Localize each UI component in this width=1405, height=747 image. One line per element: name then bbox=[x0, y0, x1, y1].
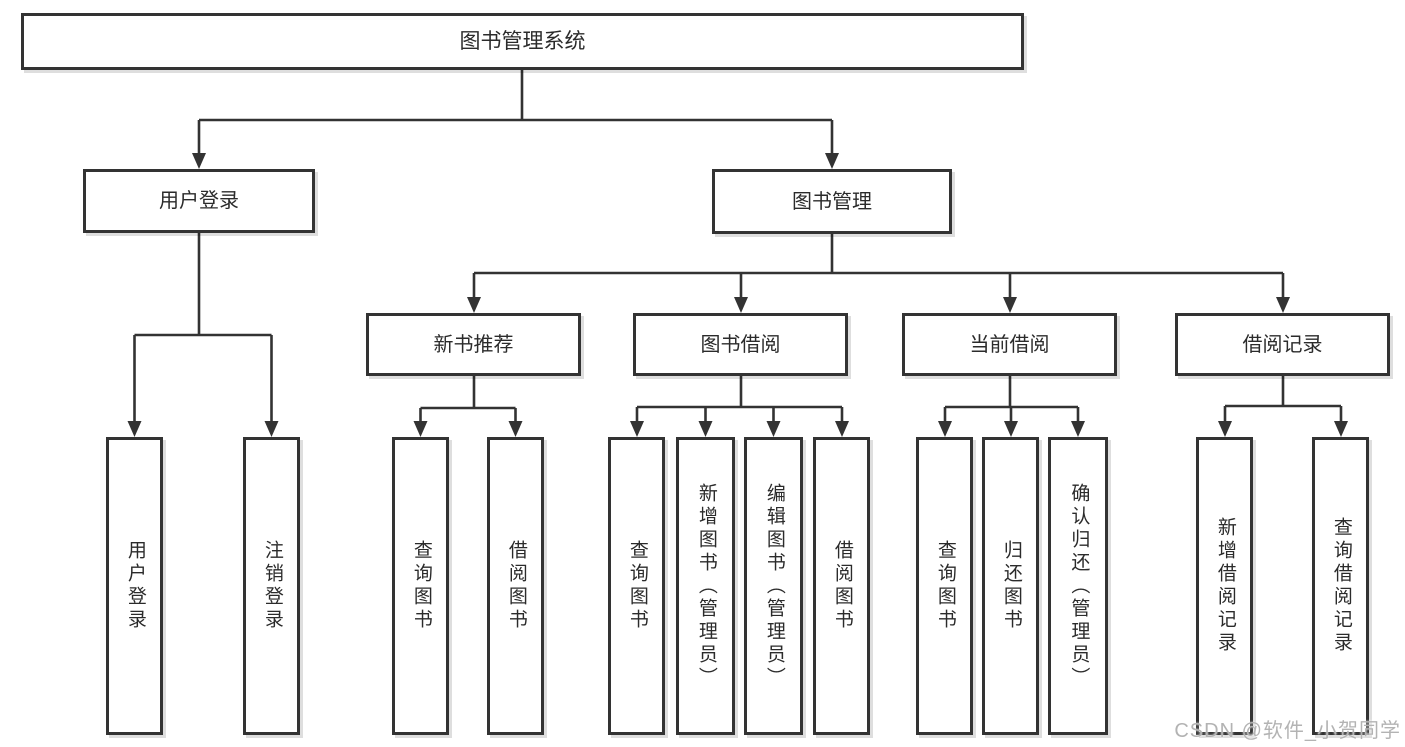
leaf-add-borrow-record: 新增借阅记录 bbox=[1196, 437, 1253, 735]
csdn-watermark: CSDN @软件_小贺同学 bbox=[1174, 720, 1401, 742]
node-current-borrowing: 当前借阅 bbox=[902, 313, 1117, 376]
node-user-login: 用户登录 bbox=[83, 169, 315, 233]
leaf-confirm-return-admin: 确认归还（管理员） bbox=[1048, 437, 1108, 735]
node-book-borrowing: 图书借阅 bbox=[633, 313, 848, 376]
leaf-borrow-books-borrowing: 借阅图书 bbox=[813, 437, 870, 735]
leaf-logout: 注销登录 bbox=[243, 437, 300, 735]
leaf-query-books-current: 查询图书 bbox=[916, 437, 973, 735]
leaf-user-login: 用户登录 bbox=[106, 437, 163, 735]
node-new-book-recommendation: 新书推荐 bbox=[366, 313, 581, 376]
connector-new-book-to-leaves bbox=[419, 376, 517, 425]
leaf-query-books-recommend: 查询图书 bbox=[392, 437, 449, 735]
connector-user-login-to-leaves bbox=[133, 233, 273, 424]
connector-book-borrowing-to-leaves bbox=[635, 376, 844, 425]
leaf-query-borrow-record: 查询借阅记录 bbox=[1312, 437, 1369, 735]
node-borrowing-records: 借阅记录 bbox=[1175, 313, 1390, 376]
node-book-management: 图书管理 bbox=[712, 169, 952, 234]
connector-borrow-records-to-leaves bbox=[1223, 376, 1343, 425]
leaf-return-books: 归还图书 bbox=[982, 437, 1039, 735]
leaf-add-book-admin: 新增图书（管理员） bbox=[676, 437, 735, 735]
leaf-borrow-books-recommend: 借阅图书 bbox=[487, 437, 544, 735]
leaf-edit-book-admin: 编辑图书（管理员） bbox=[744, 437, 803, 735]
connector-root-to-level1 bbox=[197, 70, 834, 156]
node-library-management-system: 图书管理系统 bbox=[21, 13, 1024, 70]
connector-current-borrowing-to-leaves bbox=[943, 376, 1080, 425]
leaf-query-books-borrowing: 查询图书 bbox=[608, 437, 665, 735]
connector-book-management-to-level2 bbox=[472, 234, 1285, 301]
